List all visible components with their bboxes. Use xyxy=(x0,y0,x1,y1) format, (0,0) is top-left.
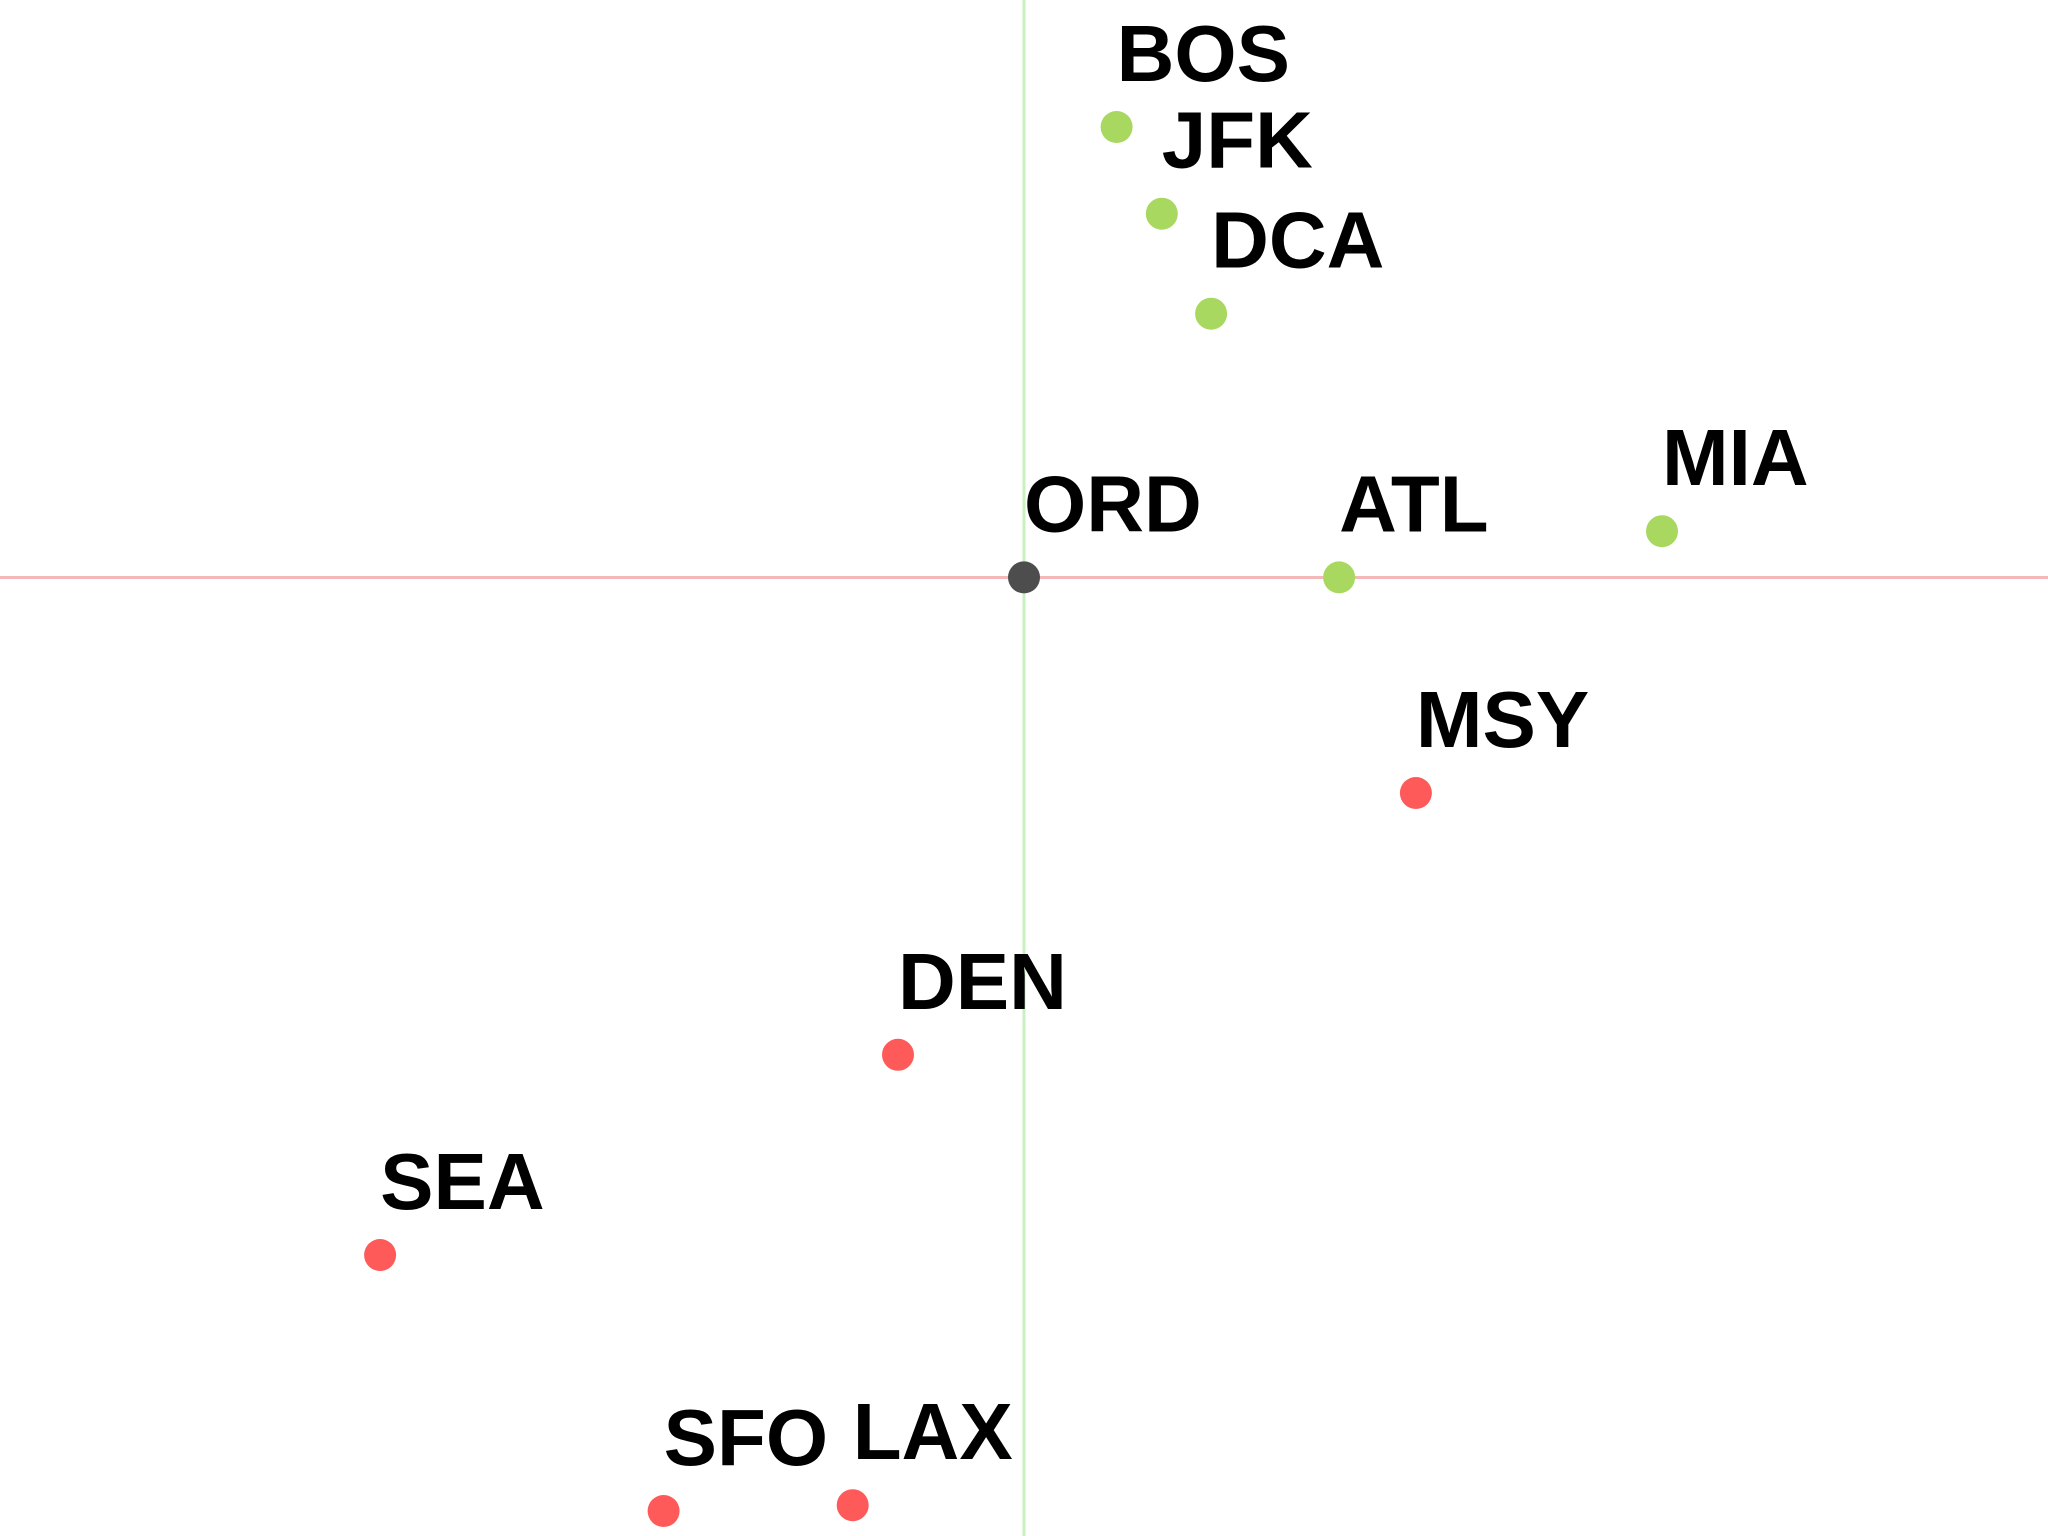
point-label-msy: MSY xyxy=(1416,675,1589,764)
data-point-mia xyxy=(1646,515,1678,548)
data-point-bos xyxy=(1100,111,1133,143)
point-label-sfo: SFO xyxy=(664,1393,828,1482)
data-point-lax xyxy=(836,1489,869,1522)
data-point-jfk xyxy=(1145,197,1178,230)
data-point-dca xyxy=(1195,297,1228,330)
points-layer xyxy=(364,111,1678,1527)
point-label-bos: BOS xyxy=(1117,9,1290,98)
data-point-sfo xyxy=(647,1495,680,1527)
point-label-ord: ORD xyxy=(1024,459,1202,548)
data-point-den xyxy=(882,1038,914,1071)
point-label-sea: SEA xyxy=(380,1137,544,1226)
point-label-den: DEN xyxy=(898,937,1067,1026)
data-point-sea xyxy=(364,1239,397,1271)
point-label-lax: LAX xyxy=(853,1387,1013,1476)
point-label-mia: MIA xyxy=(1662,413,1809,502)
point-label-jfk: JFK xyxy=(1162,96,1313,185)
point-label-atl: ATL xyxy=(1339,459,1489,548)
data-point-msy xyxy=(1399,777,1432,809)
data-point-atl xyxy=(1323,561,1356,594)
data-point-ord xyxy=(1008,561,1040,594)
point-label-dca: DCA xyxy=(1211,196,1384,285)
